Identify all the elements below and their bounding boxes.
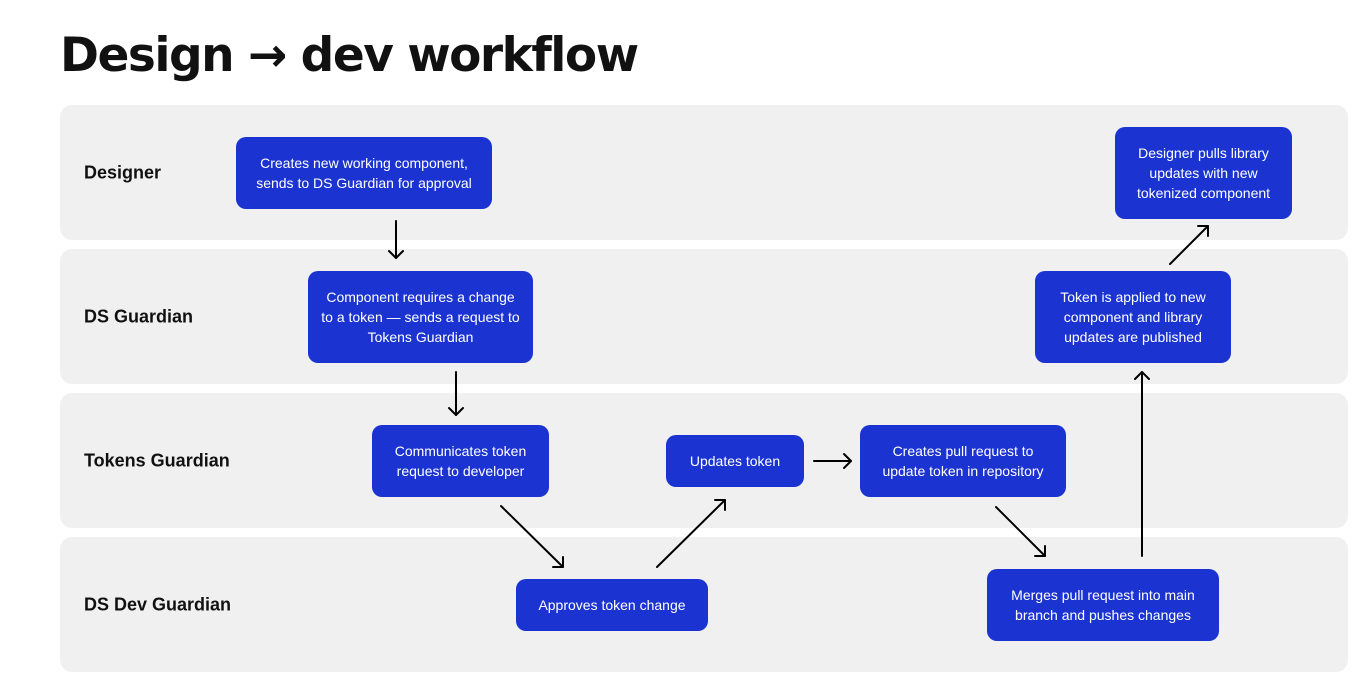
step-create-component: Creates new working component, sends to … bbox=[236, 137, 492, 209]
step-designer-pulls-updates: Designer pulls library updates with new … bbox=[1115, 127, 1292, 219]
step-token-change-request: Component requires a change to a token —… bbox=[308, 271, 533, 363]
step-update-token: Updates token bbox=[666, 435, 804, 487]
page-title: Design → dev workflow bbox=[60, 28, 639, 83]
step-merge-pull-request: Merges pull request into main branch and… bbox=[987, 569, 1219, 641]
lane-label-designer: Designer bbox=[84, 162, 162, 182]
step-create-pull-request: Creates pull request to update token in … bbox=[860, 425, 1066, 497]
step-communicate-to-developer: Communicates token request to developer bbox=[372, 425, 549, 497]
step-approve-token-change: Approves token change bbox=[516, 579, 708, 631]
lane-label-ds-dev-guardian: DS Dev Guardian bbox=[84, 594, 232, 614]
step-publish-library-updates: Token is applied to new component and li… bbox=[1035, 271, 1231, 363]
lane-label-ds-guardian: DS Guardian bbox=[84, 306, 194, 326]
lane-label-tokens-guardian: Tokens Guardian bbox=[84, 450, 230, 470]
